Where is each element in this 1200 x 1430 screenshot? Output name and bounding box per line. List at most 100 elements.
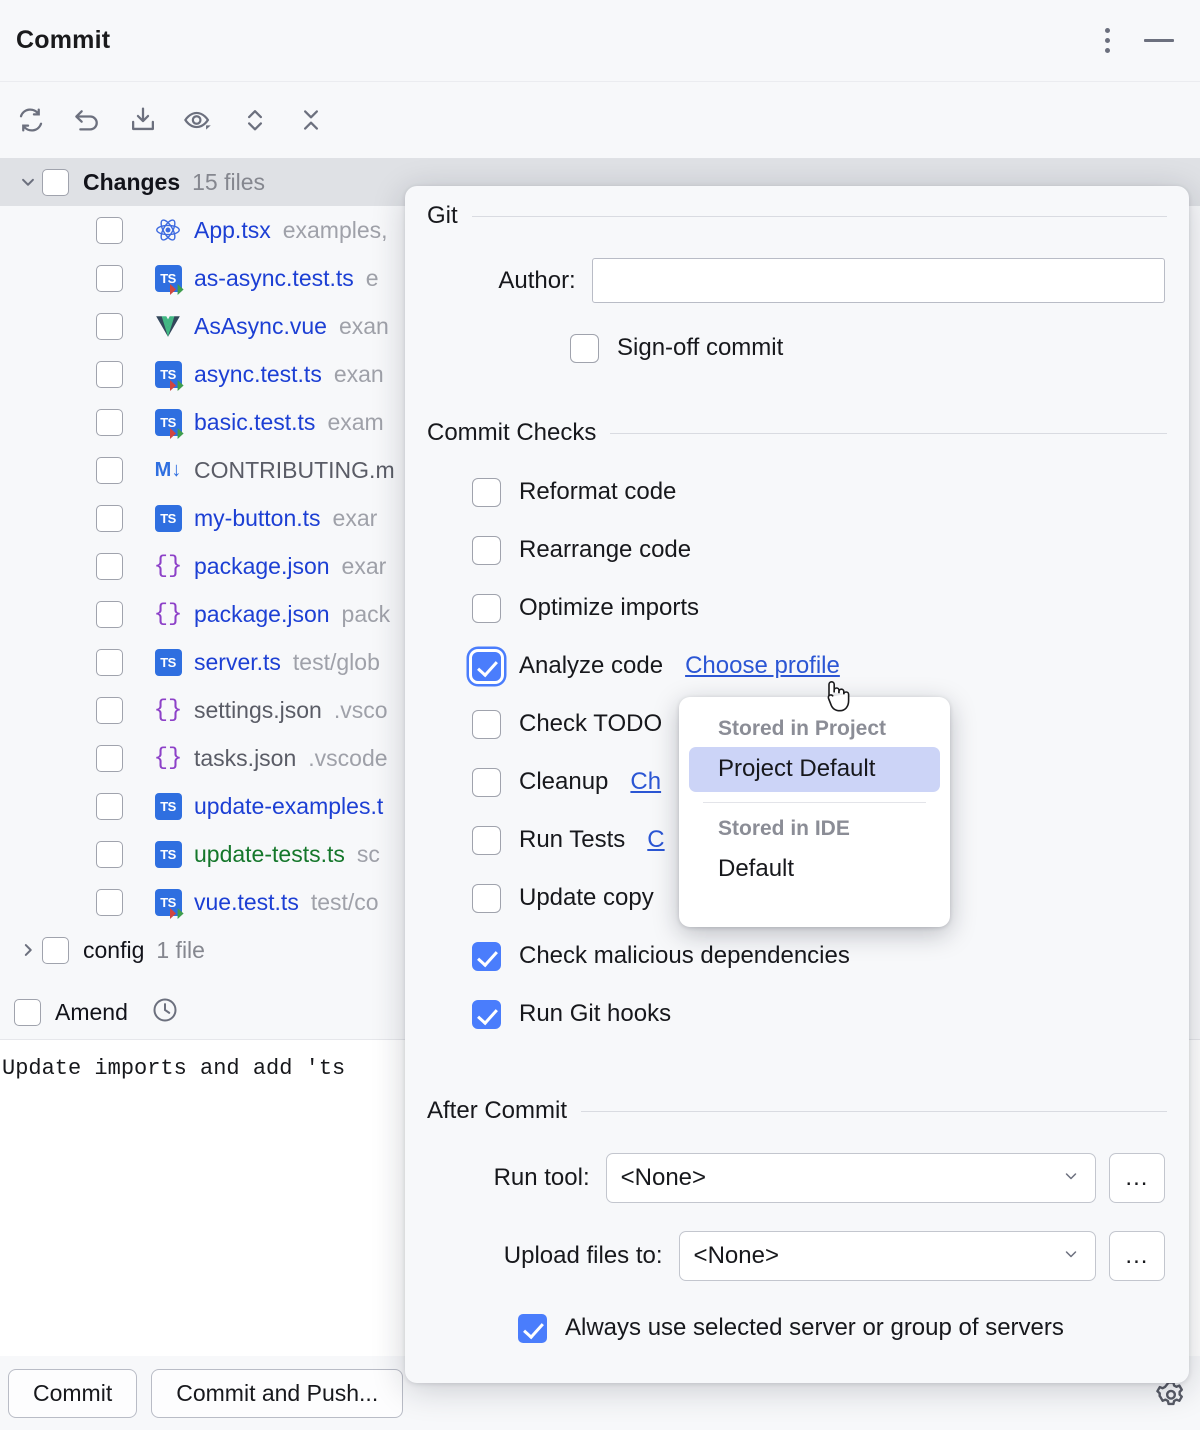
kebab-menu-icon[interactable] — [1094, 26, 1120, 56]
file-name: package.json — [194, 600, 330, 627]
analyze-code-checkbox[interactable] — [472, 651, 501, 681]
list-item[interactable]: {} settings.json .vsco — [0, 686, 1200, 734]
list-item[interactable]: App.tsx examples, — [0, 206, 1200, 254]
ts-test-icon: TS — [153, 407, 184, 439]
commit-button[interactable]: Commit — [8, 1368, 138, 1418]
minimize-icon[interactable] — [1142, 26, 1176, 56]
cleanup-checkbox[interactable] — [472, 767, 501, 797]
list-item[interactable]: {} tasks.json .vscode — [0, 734, 1200, 782]
always-use-server-checkbox[interactable] — [518, 1313, 547, 1343]
choose-profile-link[interactable]: Choose profile — [685, 652, 840, 679]
file-checkbox[interactable] — [96, 600, 123, 628]
file-checkbox[interactable] — [96, 216, 123, 244]
group-count: 15 files — [192, 168, 266, 195]
commit-toolbar — [0, 82, 1200, 158]
file-checkbox[interactable] — [96, 648, 123, 676]
run-tests-label: Run Tests — [519, 826, 626, 853]
tree-group-config[interactable]: config 1 file — [0, 926, 1200, 974]
always-use-server-row[interactable]: Always use selected server or group of s… — [405, 1299, 1189, 1357]
refresh-icon[interactable] — [12, 101, 50, 139]
list-item[interactable]: M↓ CONTRIBUTING.m — [0, 446, 1200, 494]
check-row-reformat[interactable]: Reformat code — [405, 463, 1189, 521]
group-checkbox[interactable] — [42, 936, 69, 964]
check-row-cleanup[interactable]: Cleanup Ch — [405, 753, 1189, 811]
json-icon: {} — [153, 696, 183, 724]
list-item[interactable]: TS async.test.ts exan — [0, 350, 1200, 398]
git-hooks-checkbox[interactable] — [472, 999, 501, 1029]
reformat-code-checkbox[interactable] — [472, 477, 501, 507]
signoff-checkbox[interactable] — [570, 333, 599, 363]
author-field[interactable] — [591, 258, 1165, 303]
profile-popup-menu: Stored in Project Project Default Stored… — [679, 697, 950, 927]
check-row-analyze[interactable]: Analyze code Choose profile — [405, 637, 1189, 695]
check-row-malicious-deps[interactable]: Check malicious dependencies — [405, 927, 1189, 985]
signoff-row[interactable]: Sign-off commit — [405, 319, 1189, 377]
check-row-optimize[interactable]: Optimize imports — [405, 579, 1189, 637]
run-tool-select[interactable]: <None> — [605, 1153, 1096, 1203]
chevron-down-icon[interactable] — [14, 168, 42, 196]
popup-item-default[interactable]: Default — [718, 855, 795, 882]
react-icon — [153, 216, 183, 244]
group-checkbox[interactable] — [42, 168, 69, 196]
always-use-server-label: Always use selected server or group of s… — [565, 1314, 1064, 1341]
check-row-update-copyright[interactable]: Update copy — [405, 869, 1189, 927]
file-path: sc — [356, 840, 380, 867]
list-item[interactable]: TS update-examples.t — [0, 782, 1200, 830]
list-item[interactable]: TS update-tests.ts sc — [0, 830, 1200, 878]
check-row-git-hooks[interactable]: Run Git hooks — [405, 985, 1189, 1043]
file-checkbox[interactable] — [96, 552, 123, 580]
check-row-run-tests[interactable]: Run Tests C — [405, 811, 1189, 869]
run-tool-value: <None> — [620, 1164, 707, 1191]
json-icon: {} — [153, 552, 183, 580]
rearrange-code-checkbox[interactable] — [472, 535, 501, 565]
upload-files-browse-button[interactable]: ... — [1108, 1231, 1166, 1281]
file-checkbox[interactable] — [96, 696, 123, 724]
list-item[interactable]: TS my-button.ts exar — [0, 494, 1200, 542]
commit-and-push-button[interactable]: Commit and Push... — [151, 1368, 404, 1418]
malicious-deps-checkbox[interactable] — [472, 941, 501, 971]
file-checkbox[interactable] — [96, 360, 123, 388]
list-item[interactable]: {} package.json pack — [0, 590, 1200, 638]
group-label: Changes — [83, 168, 181, 195]
list-item[interactable]: {} package.json exar — [0, 542, 1200, 590]
ts-test-icon: TS — [153, 887, 184, 919]
optimize-imports-checkbox[interactable] — [472, 593, 501, 623]
list-item[interactable]: AsAsync.vue exan — [0, 302, 1200, 350]
file-checkbox[interactable] — [96, 504, 123, 532]
clock-icon[interactable] — [150, 995, 180, 1030]
file-checkbox[interactable] — [96, 744, 123, 772]
gear-icon[interactable] — [1154, 1378, 1188, 1417]
amend-checkbox[interactable] — [14, 999, 41, 1026]
rearrange-code-label: Rearrange code — [519, 536, 692, 563]
file-name: update-examples.t — [194, 792, 384, 819]
popup-item-project-default[interactable]: Project Default — [689, 747, 940, 792]
cleanup-label: Cleanup — [519, 768, 609, 795]
list-item[interactable]: TS server.ts test/glob — [0, 638, 1200, 686]
collapse-all-icon[interactable] — [292, 101, 330, 139]
run-tool-browse-button[interactable]: ... — [1108, 1153, 1166, 1203]
chevron-right-icon[interactable] — [14, 936, 42, 964]
file-checkbox[interactable] — [96, 264, 123, 292]
list-item[interactable]: TS as-async.test.ts e — [0, 254, 1200, 302]
upload-files-select[interactable]: <None> — [678, 1231, 1096, 1281]
list-item[interactable]: TS vue.test.ts test/co — [0, 878, 1200, 926]
check-row-rearrange[interactable]: Rearrange code — [405, 521, 1189, 579]
file-checkbox[interactable] — [96, 888, 123, 916]
run-tests-checkbox[interactable] — [472, 825, 501, 855]
undo-icon[interactable] — [68, 101, 106, 139]
file-checkbox[interactable] — [96, 840, 123, 868]
list-item[interactable]: TS basic.test.ts exam — [0, 398, 1200, 446]
cleanup-profile-link[interactable]: Ch — [630, 768, 662, 795]
run-tests-config-link[interactable]: C — [647, 826, 665, 853]
eye-dropdown-icon[interactable] — [180, 101, 218, 139]
file-checkbox[interactable] — [96, 792, 123, 820]
check-todo-checkbox[interactable] — [472, 709, 501, 739]
check-row-todo[interactable]: Check TODO — [405, 695, 1189, 753]
file-checkbox[interactable] — [96, 456, 123, 484]
file-checkbox[interactable] — [96, 312, 123, 340]
chevron-updown-icon[interactable] — [236, 101, 274, 139]
update-copyright-checkbox[interactable] — [472, 883, 501, 913]
file-checkbox[interactable] — [96, 408, 123, 436]
download-icon[interactable] — [124, 101, 162, 139]
